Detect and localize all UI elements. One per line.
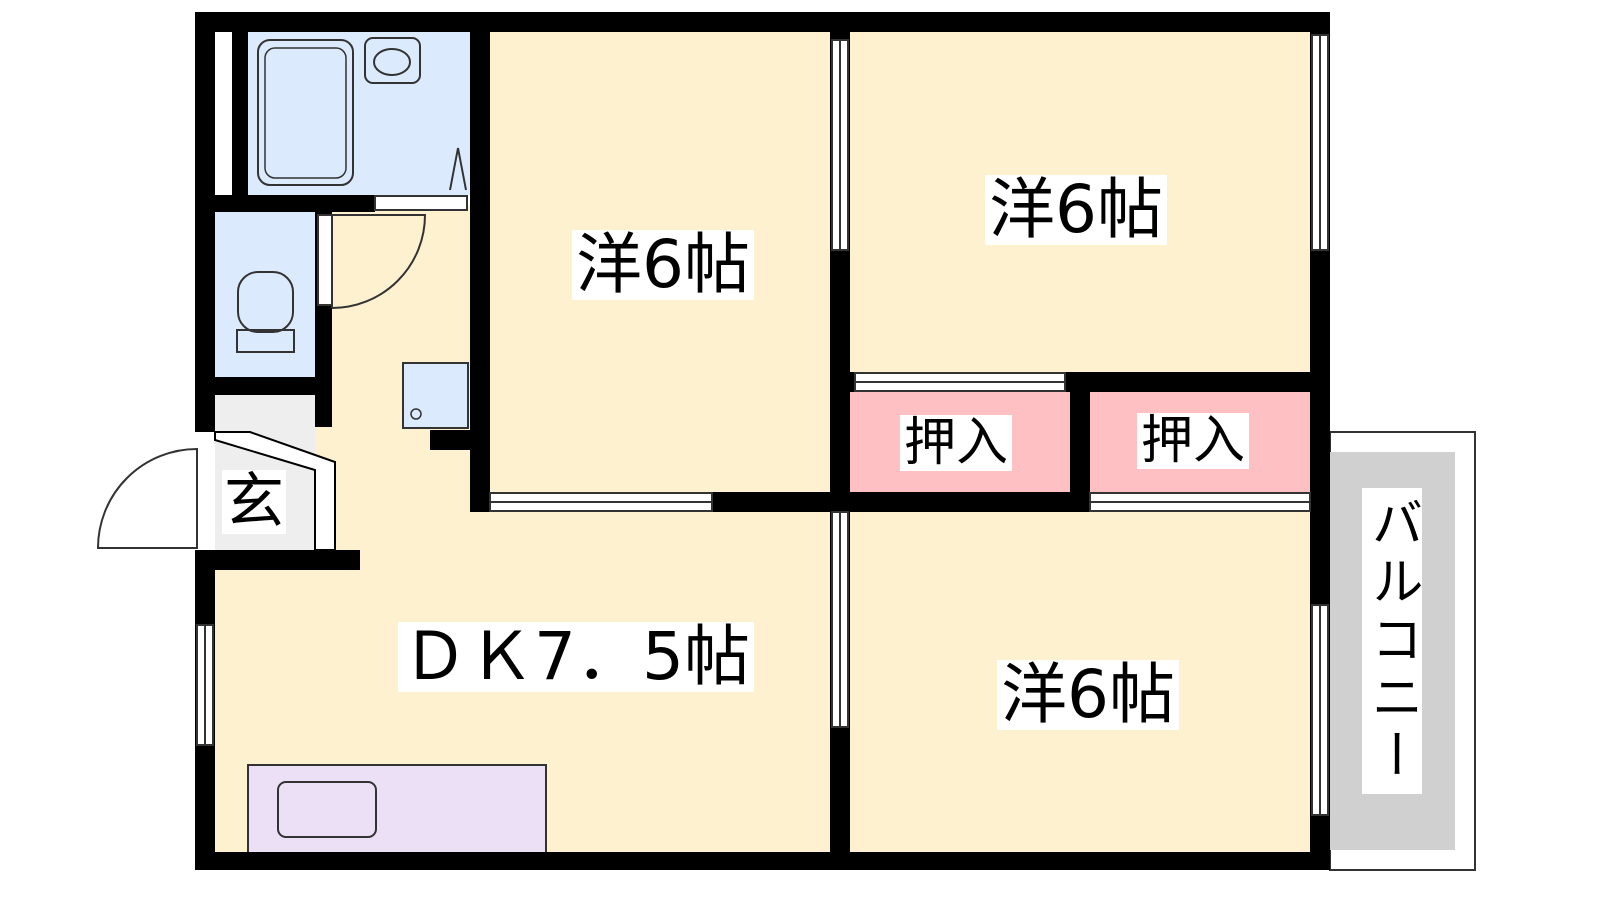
floor-toilet — [215, 212, 317, 377]
toilet-bowl — [237, 271, 294, 333]
fridge-marker — [410, 408, 422, 420]
washer-marker — [449, 147, 467, 191]
room-label-entrance: 玄 — [222, 467, 286, 537]
wash-basin — [364, 37, 421, 84]
basin-bowl — [373, 48, 411, 76]
fridge-space — [402, 362, 469, 429]
doors — [96, 214, 427, 549]
room-label-western-1: 洋6帖 — [572, 230, 754, 300]
openings — [196, 34, 1329, 816]
room-label-balcony: バルコニー — [1362, 488, 1422, 794]
floor-hall — [320, 205, 490, 505]
room-label-dk: ＤＫ7．5帖 — [398, 622, 754, 692]
room-label-closet-1: 押入 — [900, 415, 1013, 471]
room-label-closet-2: 押入 — [1137, 413, 1250, 469]
kitchen-sink — [277, 781, 377, 838]
toilet-tank — [236, 329, 295, 353]
room-label-western-2: 洋6帖 — [985, 175, 1167, 245]
room-label-western-3: 洋6帖 — [997, 660, 1179, 730]
bathtub-inner — [264, 47, 347, 179]
kitchen-counter — [247, 764, 547, 856]
bathtub — [257, 39, 354, 186]
